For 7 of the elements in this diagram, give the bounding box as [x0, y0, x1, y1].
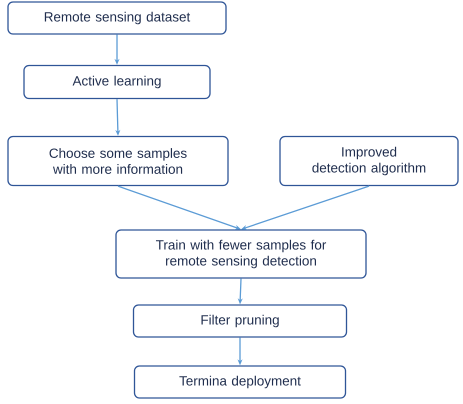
process-box: Filter pruning	[132, 304, 348, 338]
process-box: Train with fewer samples for remote sensing detection	[115, 229, 367, 279]
process-box: Active learning	[23, 64, 211, 100]
process-box: Termina deployment	[134, 365, 346, 399]
process-box: Choose some samples with more information	[7, 136, 229, 186]
process-box: Remote sensing dataset	[7, 1, 227, 35]
process-box: Improved detection algorithm	[279, 136, 459, 186]
